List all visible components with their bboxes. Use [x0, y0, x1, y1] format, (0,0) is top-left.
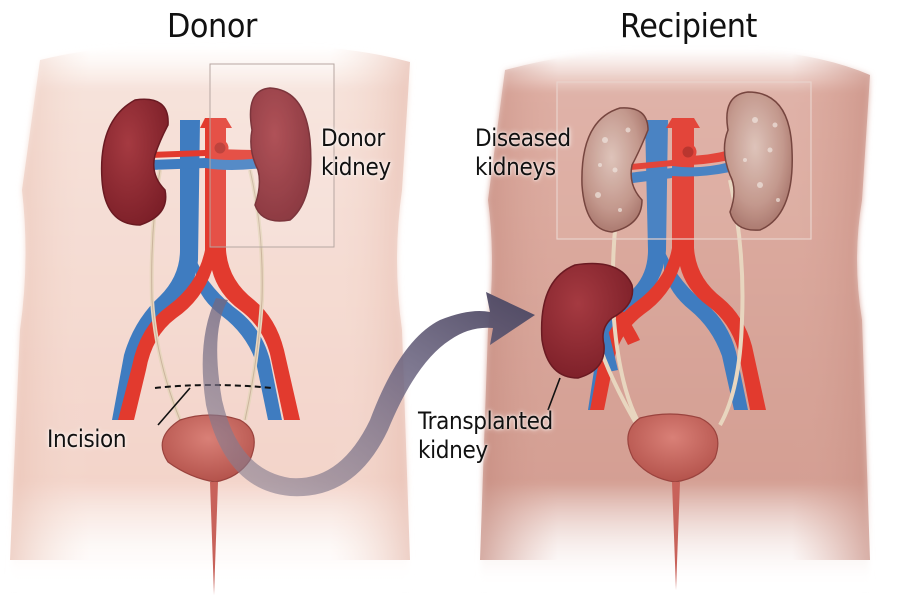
donor-vessels [112, 118, 300, 421]
donor-kidney-label-line2: kidney [321, 153, 391, 181]
incision-label: Incision [47, 425, 127, 454]
donor-left-kidney [100, 98, 169, 226]
incision-line [154, 384, 273, 389]
transplant-arrow [202, 292, 535, 497]
diseased-right-kidney [723, 91, 793, 231]
donor-kidney-highlight-box [209, 63, 335, 248]
donor-title: Donor [167, 6, 257, 45]
transplanted-kidney-label-line2: kidney [418, 436, 488, 464]
diseased-left-kidney [581, 107, 649, 233]
transplanted-kidney [540, 262, 634, 379]
transplanted-kidney-leader [547, 377, 561, 411]
transplanted-kidney-label-line1: Transplanted [418, 407, 553, 435]
incision-leader [157, 387, 191, 426]
donor-kidney [249, 87, 312, 222]
donor-kidney-label: Donor kidney [321, 124, 391, 182]
incision-label-line1: Incision [47, 425, 127, 453]
recipient-title: Recipient [620, 6, 757, 45]
diseased-kidneys-highlight-box [556, 81, 812, 240]
recipient-vessels [588, 118, 766, 432]
transplanted-kidney-label: Transplanted kidney [418, 407, 553, 465]
diseased-kidneys-label-line2: kidneys [475, 153, 556, 181]
recipient-bladder [627, 413, 719, 590]
donor-kidney-label-line1: Donor [321, 124, 385, 152]
diseased-kidneys-label-line1: Diseased [475, 124, 571, 152]
diseased-kidneys-label: Diseased kidneys [475, 124, 571, 182]
